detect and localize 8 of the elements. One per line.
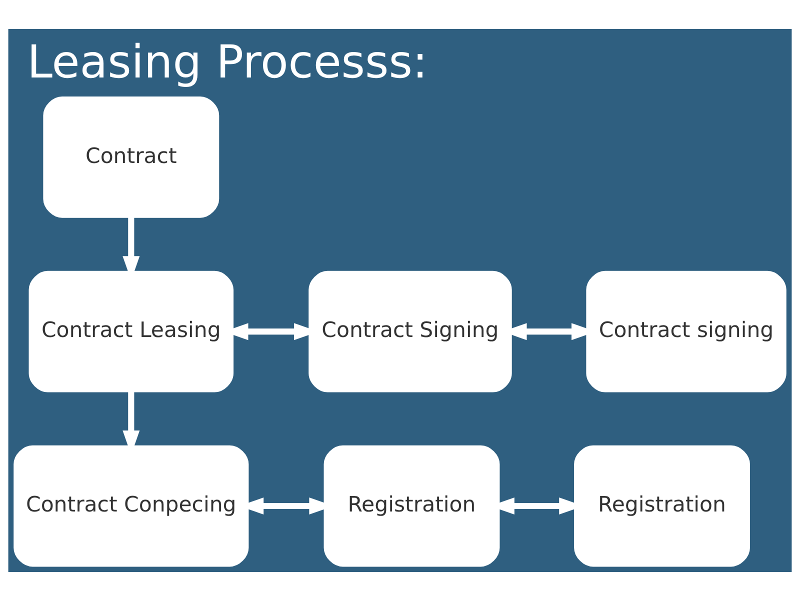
node-box: Contract Leasing <box>28 270 234 392</box>
diagram-title: Leasing Processs: <box>27 35 428 88</box>
node-box: Contract <box>43 96 220 218</box>
node-box: Contract signing <box>586 270 786 392</box>
node-box: Contract Signing <box>308 270 512 392</box>
node-box: Registration <box>324 444 500 566</box>
node-box: Contract Conpecing <box>14 444 249 566</box>
node-box: Registration <box>574 444 750 566</box>
